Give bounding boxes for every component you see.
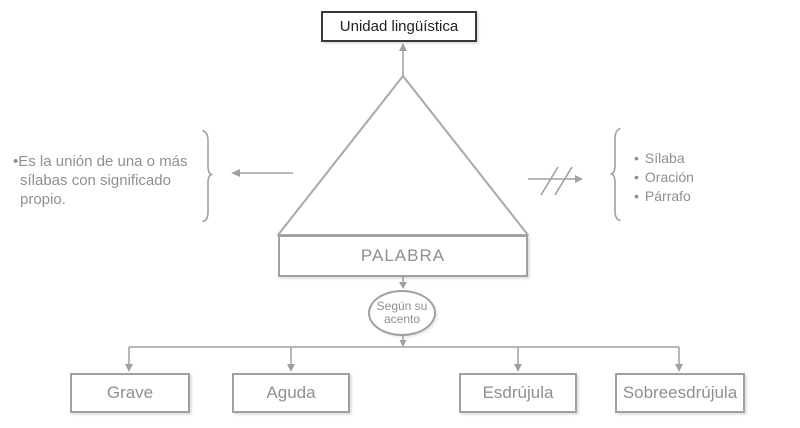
- node-segun-su-acento: Según su acento: [368, 290, 436, 336]
- left-note: •Es la unión de una o más sílabas con si…: [13, 152, 213, 209]
- arrowhead-right-icon: [575, 175, 583, 183]
- break-slash-icon: [554, 166, 573, 196]
- node-unidad-linguistica: Unidad lingüística: [321, 11, 477, 42]
- arrowhead-down-icon: [675, 364, 683, 372]
- bullet-icon: •: [634, 169, 639, 185]
- node-label: Esdrújula: [482, 383, 554, 402]
- list-item: • Párrafo: [634, 187, 694, 206]
- left-note-line: sílabas con significado: [20, 172, 171, 189]
- bullet-icon: •: [634, 150, 639, 166]
- node-label: Sobreesdrújula: [622, 383, 738, 402]
- arrowhead-down-icon: [399, 282, 407, 289]
- node-label: Grave: [106, 383, 154, 402]
- arrowhead-down-icon: [514, 364, 522, 372]
- left-curly-brace-icon: [610, 127, 621, 222]
- node-label: Aguda: [266, 383, 316, 402]
- arrowhead-down-icon: [287, 364, 295, 372]
- node-label: Unidad lingüística: [339, 18, 459, 35]
- node-palabra: PALABRA: [278, 235, 528, 277]
- pyramid-triangle: [277, 75, 529, 236]
- left-note-line: propio.: [20, 191, 66, 208]
- list-item-label: Sílaba: [644, 150, 685, 166]
- list-item-label: Oración: [644, 169, 694, 185]
- right-list: • Sílaba • Oración • Párrafo: [634, 149, 694, 206]
- arrowhead-up-icon: [399, 43, 407, 51]
- arrowhead-left-icon: [231, 169, 240, 177]
- list-item-label: Párrafo: [644, 188, 691, 204]
- node-label-line: Según su: [376, 299, 428, 313]
- left-note-line: •Es la unión de una o más: [13, 153, 188, 170]
- node-sobreesdrujula: Sobreesdrújula: [615, 373, 745, 413]
- right-curly-brace-icon: [202, 129, 213, 223]
- node-aguda: Aguda: [232, 373, 350, 413]
- break-slash-icon: [540, 166, 559, 196]
- arrowhead-down-icon: [399, 340, 407, 347]
- arrowhead-down-icon: [125, 364, 133, 372]
- node-label: PALABRA: [360, 246, 446, 265]
- bullet-icon: •: [634, 188, 639, 204]
- list-item: • Oración: [634, 168, 694, 187]
- node-label-line: acento: [383, 312, 421, 326]
- list-item: • Sílaba: [634, 149, 694, 168]
- node-esdrujula: Esdrújula: [459, 373, 577, 413]
- node-grave: Grave: [70, 373, 190, 413]
